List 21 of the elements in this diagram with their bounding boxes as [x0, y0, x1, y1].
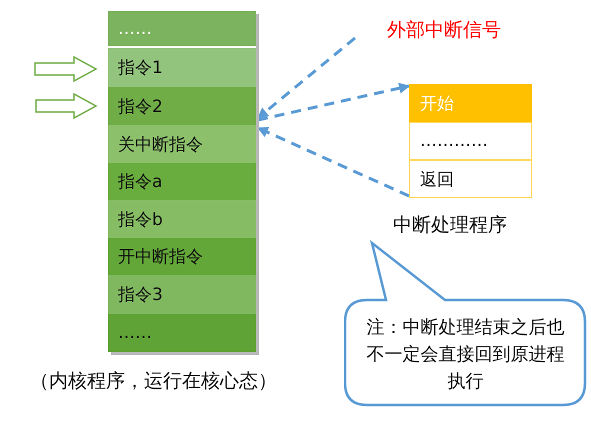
block-arrow	[34, 56, 98, 82]
stack-caption: （内核程序，运行在核心态）	[30, 369, 277, 394]
handler-row: 返回	[409, 160, 532, 198]
callout-bubble: 注：中断处理结束之后也不一定会直接回到原进程执行	[344, 240, 587, 407]
instruction-row: 关中断指令	[108, 125, 256, 163]
dashed-arrow	[258, 82, 410, 122]
instruction-row: 指令a	[108, 163, 256, 200]
instruction-row: 指令2	[108, 87, 256, 125]
instruction-row: ……	[108, 314, 256, 352]
instruction-row: 指令1	[108, 48, 256, 87]
instruction-row: 开中断指令	[108, 238, 256, 275]
handler-row: 开始	[409, 84, 532, 122]
instruction-row: 指令3	[108, 275, 256, 314]
handler-row: …………	[409, 122, 532, 160]
handler-caption: 中断处理程序	[393, 213, 507, 238]
instruction-row: 指令b	[108, 200, 256, 238]
signal-label: 外部中断信号	[385, 16, 533, 44]
dashed-arrow	[257, 126, 410, 198]
dashed-arrow	[257, 36, 356, 120]
block-arrow	[35, 92, 98, 120]
instruction-row: ……	[108, 11, 256, 48]
